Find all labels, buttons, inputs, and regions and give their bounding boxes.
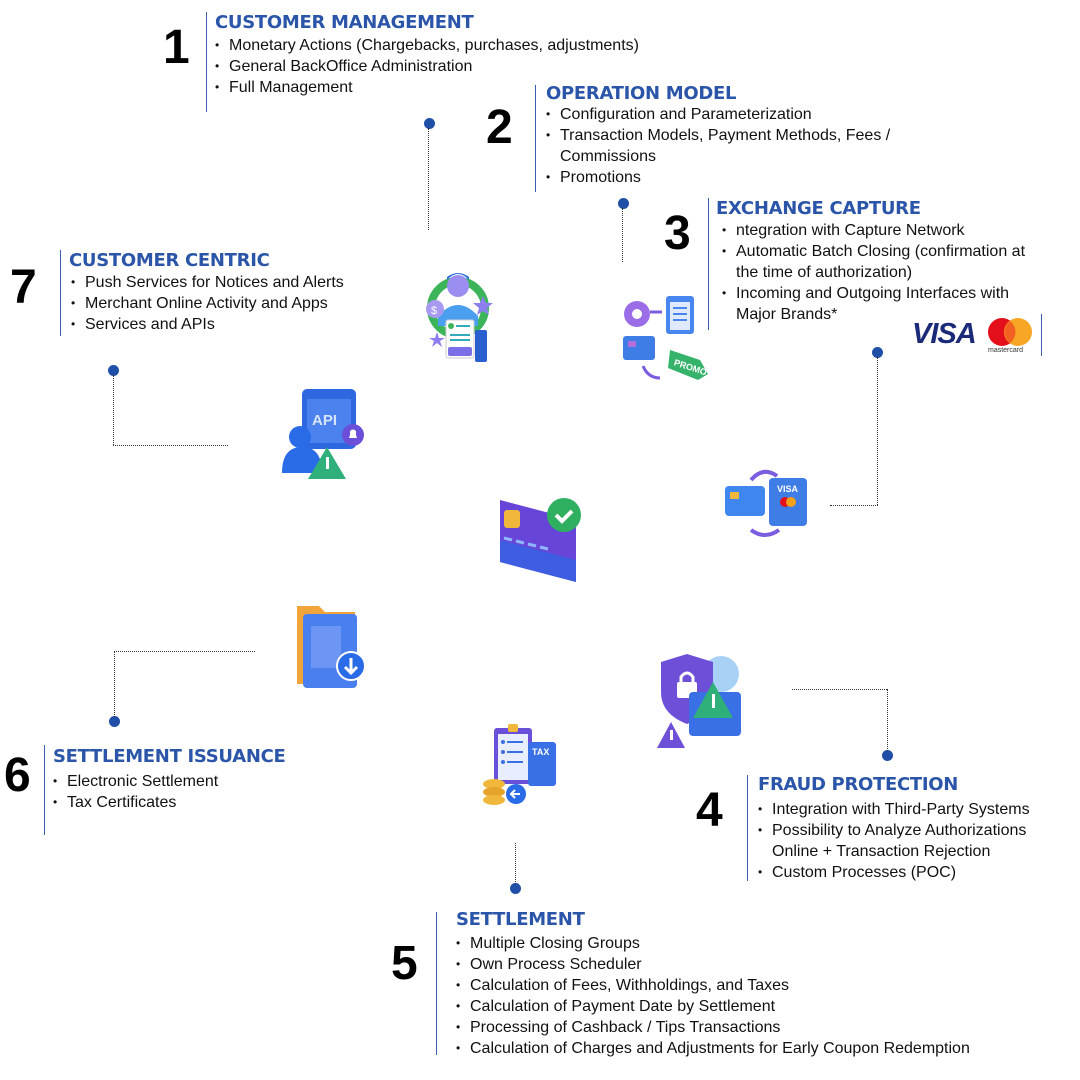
list-item: Monetary Actions (Chargebacks, purchases… — [215, 35, 639, 56]
section-operation-model: OPERATION MODEL Configuration and Parame… — [546, 83, 890, 189]
list-item: General BackOffice Administration — [215, 56, 639, 77]
section-settlement-issuance: SETTLEMENT ISSUANCE Electronic Settlemen… — [53, 746, 286, 814]
list-item: Push Services for Notices and Alerts — [71, 272, 344, 293]
section-number-1: 1 — [163, 21, 190, 74]
list-item: Full Management — [215, 77, 639, 98]
list-item: Possibility to Analyze AuthorizationsOnl… — [758, 820, 1030, 862]
connector-line-7 — [113, 375, 114, 445]
section-title: SETTLEMENT — [456, 909, 585, 930]
list-item: Tax Certificates — [53, 792, 286, 813]
visa-logo: VISA — [912, 318, 977, 350]
section-number-3: 3 — [664, 207, 691, 260]
section-title: EXCHANGE CAPTURE — [716, 198, 921, 219]
list-item: Automatic Batch Closing (confirmation at… — [722, 241, 1025, 283]
list-item-text: Commissions — [560, 148, 657, 165]
list-item: Incoming and Outgoing Interfaces withMaj… — [722, 283, 1025, 325]
section-title: CUSTOMER CENTRIC — [69, 250, 270, 271]
divider — [708, 198, 709, 330]
section-settlement: SETTLEMENT Multiple Closing Groups Own P… — [456, 909, 970, 1060]
section-title: FRAUD PROTECTION — [758, 774, 959, 795]
connector-dot-2 — [618, 198, 629, 209]
connector-line-6h — [114, 651, 255, 652]
connector-line-4 — [887, 689, 888, 751]
divider — [44, 745, 45, 835]
connector-dot-6 — [109, 716, 120, 727]
section-number-4: 4 — [696, 784, 723, 837]
visa-small-label: VISA — [777, 484, 799, 494]
section-customer-centric: CUSTOMER CENTRIC Push Services for Notic… — [69, 250, 344, 336]
card-brands-logo: VISA mastercard — [910, 314, 1045, 358]
connector-dot-7 — [108, 365, 119, 376]
list-item-text: Major Brands* — [736, 306, 838, 323]
list-item: Calculation of Fees, Withholdings, and T… — [456, 975, 970, 996]
list-item-text: Incoming and Outgoing Interfaces with — [736, 285, 1010, 302]
list-item: Calculation of Charges and Adjustments f… — [456, 1038, 970, 1059]
settlement-folder-download-icon — [297, 606, 366, 688]
connector-line-3h — [830, 505, 878, 506]
mastercard-label: mastercard — [988, 347, 1024, 354]
connector-line-7h — [113, 445, 228, 446]
list-item-text: Transaction Models, Payment Methods, Fee… — [560, 127, 891, 144]
svg-text:$: $ — [431, 305, 437, 317]
tax-label: TAX — [532, 747, 549, 757]
divider — [747, 775, 748, 881]
connector-dot-1 — [424, 118, 435, 129]
divider — [206, 12, 207, 112]
list-item: Multiple Closing Groups — [456, 933, 970, 954]
list-item: Calculation of Payment Date by Settlemen… — [456, 996, 970, 1017]
credit-card-approved-icon — [500, 498, 581, 582]
section-title: CUSTOMER MANAGEMENT — [215, 12, 474, 33]
mastercard-icon — [988, 318, 1032, 346]
connector-line-6 — [114, 651, 115, 717]
card-exchange-icon: VISA — [725, 469, 807, 537]
fraud-protection-icon — [657, 654, 741, 748]
customer-management-icon: $ — [426, 273, 493, 362]
list-item: Configuration and Parameterization — [546, 104, 890, 125]
divider — [1041, 314, 1042, 356]
section-fraud-protection: FRAUD PROTECTION Integration with Third-… — [758, 774, 1030, 884]
divider — [60, 250, 61, 336]
operation-model-icon: PROMO — [623, 296, 708, 380]
list-item: Processing of Cashback / Tips Transactio… — [456, 1017, 970, 1038]
list-item: ntegration with Capture Network — [722, 220, 1025, 241]
tax-calculation-icon: TAX — [483, 724, 556, 805]
api-label: API — [312, 412, 337, 429]
divider — [535, 85, 536, 192]
list-item: Electronic Settlement — [53, 771, 286, 792]
section-customer-management: CUSTOMER MANAGEMENT Monetary Actions (Ch… — [215, 12, 639, 99]
connector-line-5 — [515, 843, 516, 884]
list-item: Custom Processes (POC) — [758, 862, 1030, 883]
connector-line-1 — [428, 128, 429, 230]
divider — [436, 912, 437, 1055]
section-title: SETTLEMENT ISSUANCE — [53, 746, 286, 767]
connector-dot-5 — [510, 883, 521, 894]
list-item-text: Automatic Batch Closing (confirmation at — [736, 243, 1026, 260]
list-item-text: the time of authorization) — [736, 264, 913, 281]
section-title: OPERATION MODEL — [546, 83, 737, 104]
section-number-5: 5 — [391, 937, 418, 990]
list-item: Own Process Scheduler — [456, 954, 970, 975]
list-item: Promotions — [546, 167, 890, 188]
connector-line-4h — [792, 689, 887, 690]
list-item: Services and APIs — [71, 314, 344, 335]
connector-line-3 — [877, 357, 878, 505]
section-number-2: 2 — [486, 101, 513, 154]
list-item: Merchant Online Activity and Apps — [71, 293, 344, 314]
list-item-text: Online + Transaction Rejection — [772, 843, 991, 860]
api-alerts-icon: API — [282, 389, 364, 479]
section-number-6: 6 — [4, 749, 31, 802]
section-number-7: 7 — [10, 261, 37, 314]
list-item: Integration with Third-Party Systems — [758, 799, 1030, 820]
connector-dot-3 — [872, 347, 883, 358]
section-exchange-capture: EXCHANGE CAPTURE ntegration with Capture… — [716, 199, 1025, 325]
connector-dot-4 — [882, 750, 893, 761]
list-item: Transaction Models, Payment Methods, Fee… — [546, 125, 890, 167]
list-item-text: Possibility to Analyze Authorizations — [772, 822, 1027, 839]
connector-line-2 — [622, 208, 623, 262]
